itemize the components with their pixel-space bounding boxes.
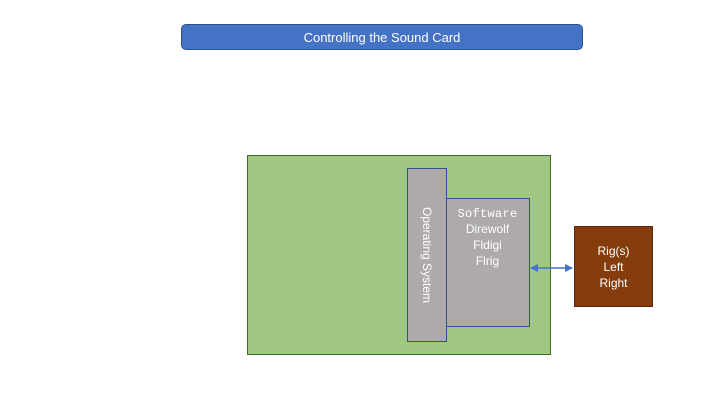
diagram-title-text: Controlling the Sound Card — [303, 29, 461, 45]
operating-system-box: Operating System — [407, 168, 447, 342]
software-box: Software Direwolf Fldigi Flrig — [445, 198, 530, 327]
software-item-flrig: Flrig — [475, 254, 500, 268]
operating-system-label: Operating System — [420, 206, 435, 304]
software-item-direwolf: Direwolf — [465, 222, 510, 236]
rig-label: Rig(s) — [597, 243, 630, 258]
rig-right-label: Right — [599, 275, 628, 290]
software-item-fldigi: Fldigi — [473, 238, 502, 252]
rig-left-label: Left — [603, 259, 624, 274]
rig-box: Rig(s) Left Right — [574, 226, 653, 307]
diagram-title: Controlling the Sound Card — [181, 24, 583, 50]
software-heading: Software — [457, 207, 518, 221]
